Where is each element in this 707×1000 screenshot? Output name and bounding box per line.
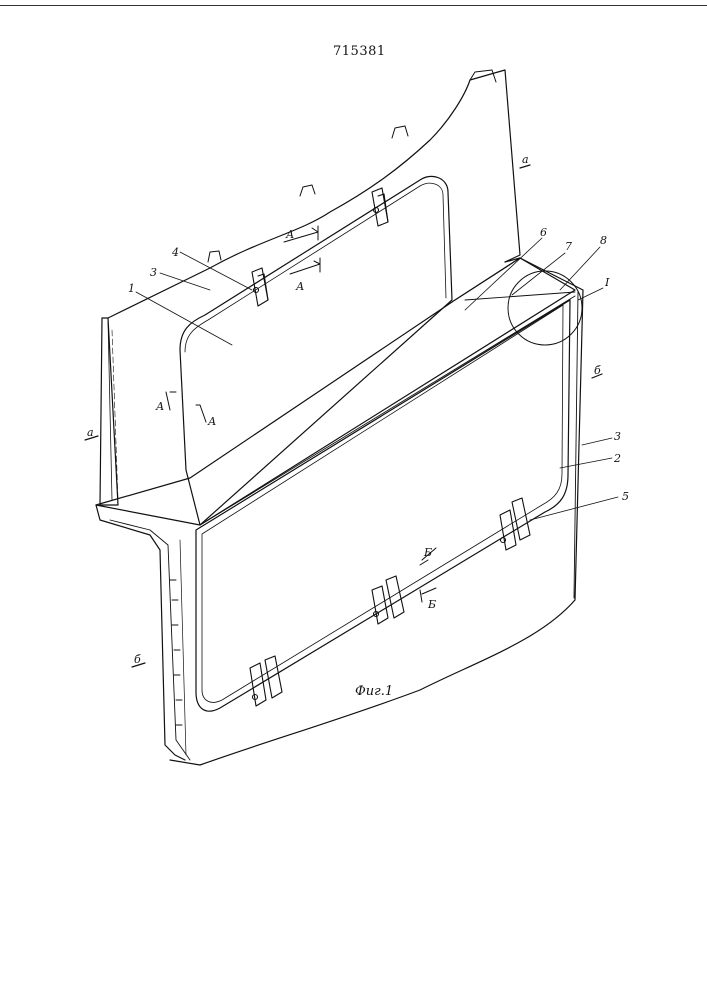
section-A-1: А bbox=[285, 228, 294, 241]
leader-lines bbox=[136, 238, 618, 520]
callout-7: 7 bbox=[565, 240, 572, 253]
upper-clamps bbox=[252, 188, 388, 306]
section-A-2: А bbox=[295, 280, 304, 293]
section-traces bbox=[85, 165, 602, 667]
callout-5: 5 bbox=[622, 490, 629, 503]
upper-wall-sheet bbox=[108, 70, 520, 318]
callout-2: 2 bbox=[613, 452, 621, 465]
section-a-left: а bbox=[87, 426, 94, 439]
shelf-partition bbox=[96, 258, 575, 525]
callout-detail-I: I bbox=[604, 276, 610, 289]
section-A-3: А bbox=[155, 400, 164, 413]
callout-3-left: 3 bbox=[150, 266, 157, 279]
callout-8: 8 bbox=[600, 234, 607, 247]
section-B-2: Б bbox=[427, 598, 436, 611]
callout-6: 6 bbox=[540, 226, 547, 239]
top-brackets bbox=[208, 70, 496, 262]
stiffener-ticks bbox=[170, 580, 182, 725]
figure-caption: Фиг.1 bbox=[355, 684, 393, 699]
section-A-4: А bbox=[207, 415, 216, 428]
lower-clamps bbox=[250, 498, 530, 706]
section-b-left: б bbox=[134, 653, 141, 666]
detail-circle bbox=[508, 271, 582, 345]
callout-1: 1 bbox=[128, 282, 135, 295]
upper-door bbox=[180, 176, 452, 525]
left-frame-post bbox=[100, 318, 118, 505]
callout-3-right: 3 bbox=[614, 430, 621, 443]
callout-4: 4 bbox=[171, 246, 179, 259]
section-a-top-right: а bbox=[522, 153, 529, 166]
section-B-1: Б bbox=[423, 546, 432, 559]
section-b-right: б bbox=[594, 364, 601, 377]
